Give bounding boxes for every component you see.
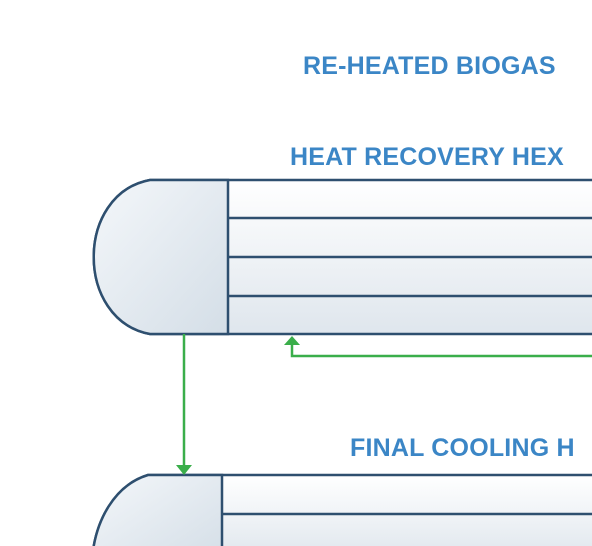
final-cooling-hex-label: FINAL COOLING H (350, 434, 575, 462)
arrow-up-icon (284, 336, 300, 345)
final-cooling-hex-head (92, 473, 224, 546)
heat-recovery-hex-head (92, 178, 230, 336)
heat-recovery-hex-label: HEAT RECOVERY HEX (290, 143, 564, 171)
arrow-down-icon (176, 465, 192, 475)
flow-lines (176, 334, 592, 475)
heat-recovery-hex (92, 178, 592, 336)
final-cooling-hex (92, 473, 592, 546)
flow-line-return (290, 344, 592, 358)
reheated-biogas-label: RE-HEATED BIOGAS (303, 52, 556, 80)
